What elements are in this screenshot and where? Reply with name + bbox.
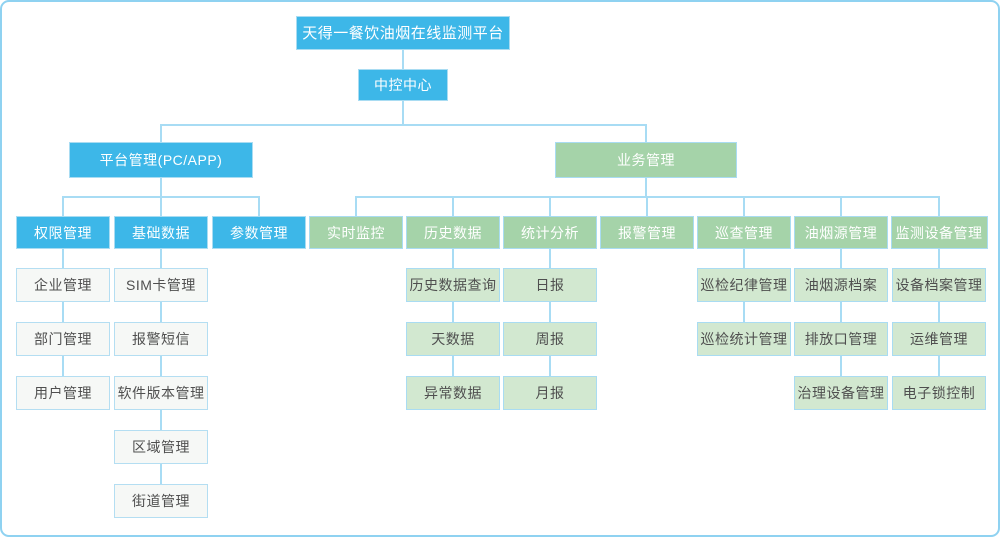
diagram-node-ent: 企业管理 — [16, 268, 110, 302]
diagram-node-darch: 设备档案管理 — [892, 268, 986, 302]
diagram-node-root: 天得一餐饮油烟在线监测平台 — [296, 16, 510, 50]
diagram-node-dept: 部门管理 — [16, 322, 110, 356]
diagram-node-monitor: 监测设备管理 — [890, 216, 988, 249]
diagram-node-stats: 统计分析 — [503, 216, 597, 249]
diagram-node-area: 区域管理 — [114, 430, 208, 464]
diagram-node-elock: 电子锁控制 — [892, 376, 986, 410]
connector-line — [645, 178, 647, 196]
diagram-node-farch: 油烟源档案 — [794, 268, 888, 302]
connector-line — [743, 196, 745, 216]
diagram-node-street: 街道管理 — [114, 484, 208, 518]
connector-line — [402, 50, 404, 69]
connector-line — [549, 249, 551, 376]
diagram-node-sim: SIM卡管理 — [114, 268, 208, 302]
diagram-node-base: 基础数据 — [114, 216, 208, 249]
diagram-node-user: 用户管理 — [16, 376, 110, 410]
connector-line — [938, 196, 940, 216]
connector-line — [452, 196, 454, 216]
diagram-node-alarm: 报警管理 — [600, 216, 694, 249]
connector-line — [355, 196, 357, 216]
connector-line — [160, 196, 162, 216]
diagram-node-sms: 报警短信 — [114, 322, 208, 356]
connector-line — [402, 101, 404, 124]
diagram-node-center: 中控中心 — [358, 69, 448, 101]
diagram-node-history: 历史数据 — [406, 216, 500, 249]
diagram-node-platform: 平台管理(PC/APP) — [69, 142, 253, 178]
connector-line — [160, 124, 162, 142]
connector-line — [452, 249, 454, 376]
connector-line — [840, 249, 842, 376]
diagram-node-habn: 异常数据 — [406, 376, 500, 410]
diagram-node-om: 运维管理 — [892, 322, 986, 356]
diagram-node-ver: 软件版本管理 — [114, 376, 208, 410]
diagram-node-monthly: 月报 — [503, 376, 597, 410]
connector-line — [549, 196, 551, 216]
diagram-node-param: 参数管理 — [212, 216, 306, 249]
diagram-node-daily: 日报 — [503, 268, 597, 302]
diagram-node-business: 业务管理 — [555, 142, 737, 178]
connector-line — [62, 196, 64, 216]
connector-line — [938, 249, 940, 376]
diagram-node-weekly: 周报 — [503, 322, 597, 356]
diagram-node-hquery: 历史数据查询 — [406, 268, 500, 302]
diagram-node-treat: 治理设备管理 — [794, 376, 888, 410]
diagram-node-pstat: 巡检统计管理 — [697, 322, 791, 356]
diagram-node-realtime: 实时监控 — [309, 216, 403, 249]
diagram-node-perm: 权限管理 — [16, 216, 110, 249]
connector-line — [160, 249, 162, 484]
diagram-node-outlet: 排放口管理 — [794, 322, 888, 356]
connector-line — [160, 124, 647, 126]
diagram-node-pdisc: 巡检纪律管理 — [697, 268, 791, 302]
diagram-node-fume: 油烟源管理 — [794, 216, 888, 249]
connector-line — [840, 196, 842, 216]
connector-line — [62, 249, 64, 376]
connector-line — [646, 196, 648, 216]
connector-line — [258, 196, 260, 216]
connector-line — [645, 124, 647, 142]
diagram-node-hday: 天数据 — [406, 322, 500, 356]
connector-line — [160, 178, 162, 196]
diagram-node-patrol: 巡查管理 — [697, 216, 791, 249]
